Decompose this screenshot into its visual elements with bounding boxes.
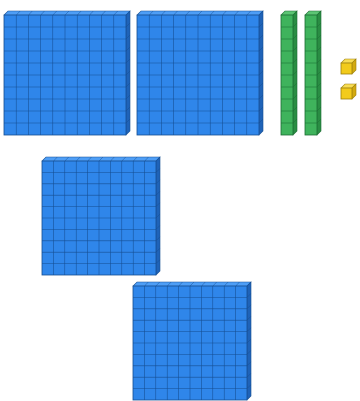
tens-group	[281, 11, 321, 135]
hundreds-group	[4, 11, 263, 400]
one-cube-1	[341, 59, 356, 74]
hundred-flat-3	[42, 157, 160, 275]
hundred-flat-4	[133, 282, 251, 400]
one-cube-2	[341, 84, 356, 99]
one-cube-2-front-face	[341, 88, 352, 99]
ten-rod-2	[305, 11, 321, 135]
hundred-flat-2	[137, 11, 263, 135]
ones-group	[341, 59, 356, 99]
one-cube-1-front-face	[341, 63, 352, 74]
ten-rod-1	[281, 11, 297, 135]
hundred-flat-1	[4, 11, 130, 135]
